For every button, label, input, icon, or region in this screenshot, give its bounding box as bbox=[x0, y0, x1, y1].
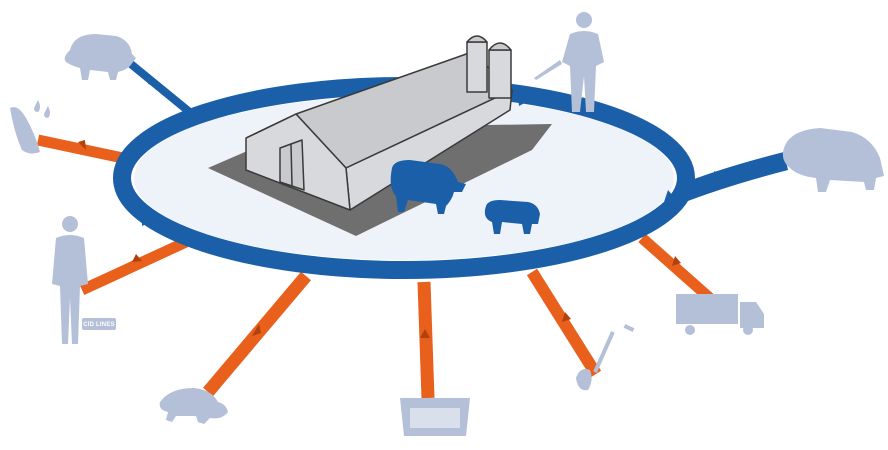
product-label bbox=[82, 318, 116, 330]
product-label-text: CID LINES bbox=[83, 322, 114, 328]
pig-icon bbox=[390, 160, 466, 214]
arrow-chevron bbox=[420, 329, 430, 338]
arrow-chevron bbox=[714, 171, 724, 181]
ring-chevron bbox=[664, 190, 674, 202]
inbound-arrow-shovel bbox=[526, 268, 602, 378]
arrow-chevron bbox=[148, 78, 158, 87]
ring-chevron bbox=[226, 102, 238, 112]
ring-chevron bbox=[518, 96, 530, 106]
arrow-chevron bbox=[132, 254, 142, 262]
inbound-arrow-crate bbox=[417, 281, 435, 399]
pig-icon bbox=[64, 34, 136, 80]
outbound-arrows bbox=[123, 56, 788, 204]
crate-icon bbox=[400, 398, 470, 436]
outbound-arrow-pig-top bbox=[123, 56, 195, 118]
shovel-icon bbox=[576, 324, 635, 391]
ring-chevron bbox=[378, 262, 392, 274]
rat-icon bbox=[159, 388, 228, 424]
truck-icon bbox=[676, 294, 764, 335]
outbound-arrow-pig-right bbox=[676, 152, 788, 204]
inbound-arrow-water bbox=[36, 134, 134, 166]
inbound-arrows bbox=[36, 134, 716, 399]
arrow-chevron bbox=[562, 312, 571, 322]
pig-icon bbox=[484, 200, 540, 234]
pig-icon bbox=[782, 128, 884, 192]
arrow-chevron bbox=[252, 324, 261, 336]
silo-icon bbox=[466, 35, 512, 99]
person-spraying-icon bbox=[534, 12, 604, 112]
water-drops-icon bbox=[34, 100, 50, 118]
arrow-chevron bbox=[672, 256, 681, 266]
barn-icon bbox=[208, 51, 552, 236]
inbound-arrow-truck bbox=[638, 233, 716, 305]
feed-scoop-icon bbox=[10, 107, 40, 154]
inbound-arrow-person bbox=[79, 237, 189, 295]
person-icon bbox=[52, 216, 88, 344]
ring-chevron bbox=[142, 214, 150, 226]
arrow-chevron bbox=[78, 140, 86, 150]
